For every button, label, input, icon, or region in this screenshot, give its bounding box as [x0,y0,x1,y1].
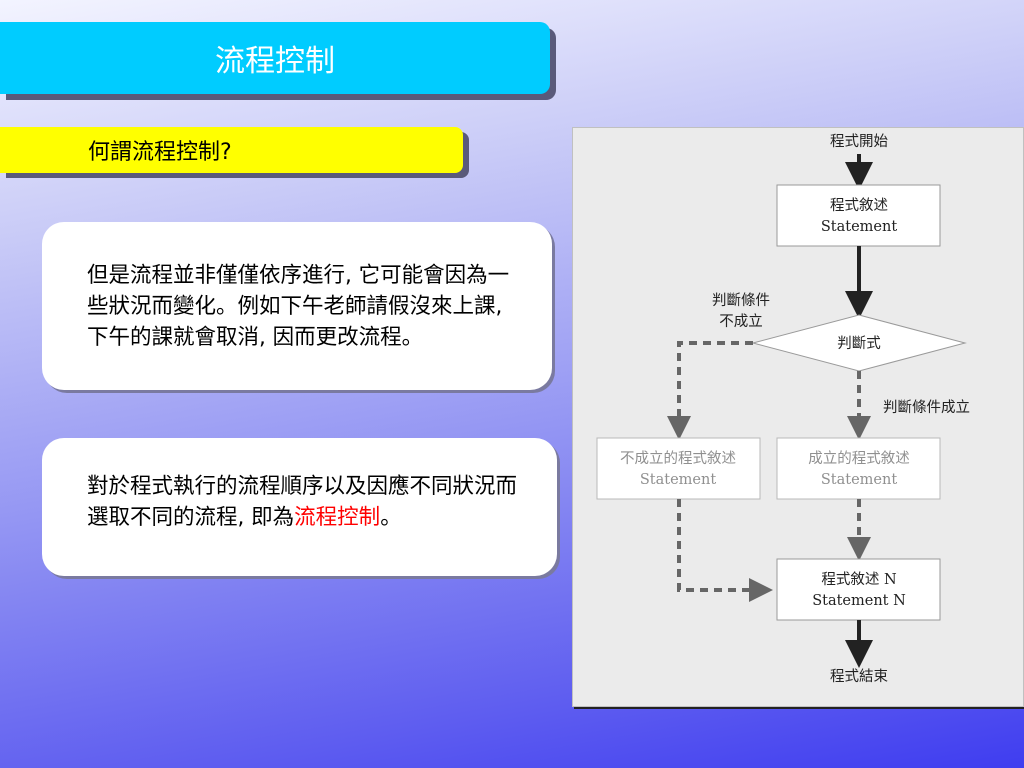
explanation-text-2-before: 對於程式執行的流程順序以及因應不同狀況而選取不同的流程, 即為 [87,474,518,530]
true-branch-label-en: Statement [821,472,897,488]
arrow-false-to-statement-n [677,499,773,602]
statement-box-label-en: Statement [821,219,897,235]
start-label: 程式開始 [830,133,888,150]
explanation-card-1: 但是流程並非僅僅依序進行, 它可能會因為一些狀況而變化。例如下午老師請假沒來上課… [42,222,552,390]
highlight-term: 流程控制 [294,505,381,530]
statement-n-label-en: Statement N [812,593,906,609]
explanation-card-2: 對於程式執行的流程順序以及因應不同狀況而選取不同的流程, 即為流程控制。 [42,438,557,576]
false-condition-label-1: 判斷條件 [712,292,770,309]
flowchart-diagram: 程式開始 程式敘述 Statement 判斷式 判斷條件 不成立 判斷條件成立 … [596,133,970,685]
page-title: 流程控制 [215,44,335,79]
explanation-text-2-after: 。 [380,505,402,530]
false-branch-label-zh: 不成立的程式敘述 [620,450,736,467]
arrow-false-branch [667,341,753,440]
explanation-text-1: 但是流程並非僅僅依序進行, 它可能會因為一些狀況而變化。例如下午老師請假沒來上課… [87,263,510,350]
end-label: 程式結束 [830,668,888,685]
flowchart-panel: 程式開始 程式敘述 Statement 判斷式 判斷條件 不成立 判斷條件成立 … [572,127,1024,707]
true-condition-label: 判斷條件成立 [883,399,970,416]
explanation-text-2: 對於程式執行的流程順序以及因應不同狀況而選取不同的流程, 即為流程控制。 [87,471,537,533]
statement-box [776,184,941,247]
false-branch-label-en: Statement [640,472,716,488]
statement-n-label-zh: 程式敘述 N [821,571,897,588]
decision-label: 判斷式 [837,335,881,352]
statement-box-label-zh: 程式敘述 [830,197,888,214]
statement-n-box [776,558,941,621]
false-branch-box [596,437,761,500]
false-condition-label-2: 不成立 [719,313,763,330]
subtitle-label: 何謂流程控制? [88,140,232,165]
true-branch-label-zh: 成立的程式敘述 [808,450,910,467]
subtitle-bar: 何謂流程控制? [0,127,463,173]
title-banner: 流程控制 [0,22,550,94]
true-branch-box [776,437,941,500]
